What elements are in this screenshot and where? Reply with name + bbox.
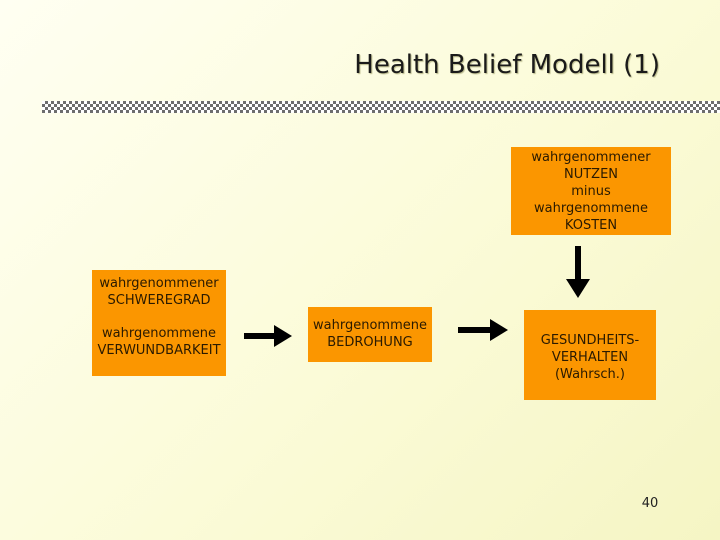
box-nutzen-line-5: KOSTEN <box>564 218 618 233</box>
box-verwundbarkeit-line-2: VERWUNDBARKEIT <box>97 343 221 358</box>
box-nutzen-line-2: NUTZEN <box>563 167 619 182</box>
box-nutzen-line-3: minus <box>571 184 611 199</box>
box-verwundbarkeit-line-1: wahrgenommene <box>102 326 216 341</box>
box-verhalten-line-3: (Wahrsch.) <box>554 367 625 382</box>
box-schwere-line-2: SCHWEREGRAD <box>107 293 211 308</box>
box-nutzen-line-4: wahrgenommene <box>534 201 648 216</box>
arrow-down-icon <box>566 246 590 298</box>
box-schwere-verwundbarkeit: wahrgenommener SCHWEREGRAD wahrgenommene… <box>92 270 226 376</box>
arrow-right-icon <box>244 325 292 347</box>
box-gesundheitsverhalten: GESUNDHEITS- VERHALTEN (Wahrsch.) <box>524 310 656 400</box>
box-verhalten-line-1: GESUNDHEITS- <box>540 333 640 348</box>
box-nutzen-kosten: wahrgenommener NUTZEN minus wahrgenommen… <box>511 147 671 235</box>
box-nutzen-line-1: wahrgenommener <box>531 150 651 165</box>
checkered-divider <box>42 101 720 113</box>
page-number: 40 <box>641 496 659 511</box>
box-bedrohung-line-1: wahrgenommene <box>313 318 427 333</box>
slide-title: Health Belief Modell (1) <box>354 50 660 80</box>
box-bedrohung-line-2: BEDROHUNG <box>327 335 413 350</box>
box-bedrohung: wahrgenommene BEDROHUNG <box>308 307 432 362</box>
box-verhalten-line-2: VERHALTEN <box>551 350 629 365</box>
arrow-right-icon <box>458 319 508 341</box>
box-schwere-line-1: wahrgenommener <box>99 276 219 291</box>
box-spacer <box>92 309 226 325</box>
